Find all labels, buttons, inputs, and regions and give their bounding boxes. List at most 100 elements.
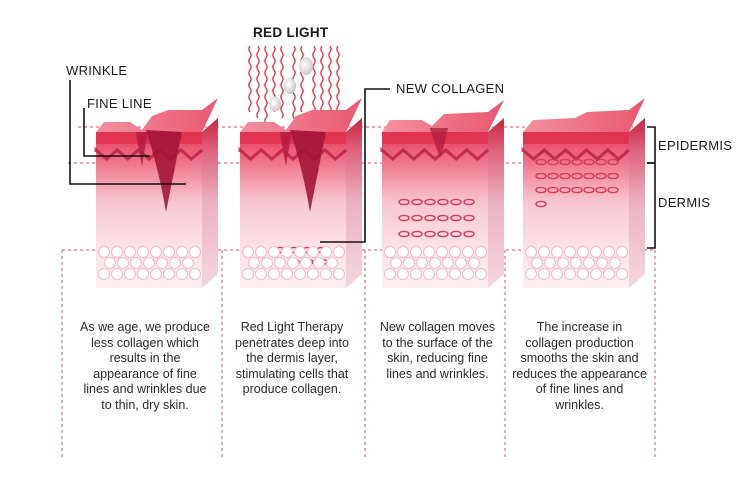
- fat-cell: [137, 246, 149, 258]
- fat-cell: [603, 246, 615, 258]
- dermis-bracket: [647, 162, 656, 249]
- fat-cell: [255, 246, 267, 258]
- fat-cell: [268, 246, 280, 258]
- collagen-cell: [535, 200, 547, 208]
- new-collagen-leader-line: [320, 88, 390, 243]
- fat-cell: [462, 246, 474, 258]
- fat-cell: [564, 268, 576, 280]
- fat-cell: [557, 257, 569, 269]
- fat-cell: [281, 246, 293, 258]
- fine-line-leader-line: [83, 108, 150, 157]
- collagen-cell: [437, 198, 449, 206]
- epidermis-label: EPIDERMIS: [658, 138, 733, 153]
- fat-cell: [449, 246, 461, 258]
- fat-cell: [616, 246, 628, 258]
- fat-cell: [410, 246, 422, 258]
- light-ray: [336, 45, 340, 119]
- fat-cell: [570, 257, 582, 269]
- collagen-cell: [411, 230, 423, 238]
- fat-cell: [397, 268, 409, 280]
- wrinkle-label: WRINKLE: [66, 63, 128, 78]
- collagen-cell: [583, 186, 595, 194]
- fat-cell: [111, 268, 123, 280]
- wrinkle-leader-line: [69, 80, 186, 185]
- fat-cell: [124, 268, 136, 280]
- fat-cell: [242, 246, 254, 258]
- fat-cell: [294, 268, 306, 280]
- collagen-cell: [547, 172, 559, 180]
- fat-cell: [333, 268, 345, 280]
- red-light-label: RED LIGHT: [253, 25, 329, 40]
- fat-cell: [300, 257, 312, 269]
- fat-cell: [577, 246, 589, 258]
- fat-cell: [384, 268, 396, 280]
- fat-cell: [189, 268, 201, 280]
- collagen-cell: [463, 214, 475, 222]
- fat-cell: [98, 246, 110, 258]
- collagen-cell: [559, 158, 571, 166]
- fat-cell: [261, 257, 273, 269]
- collagen-cell: [571, 172, 583, 180]
- fat-cell: [596, 257, 608, 269]
- fat-cell: [416, 257, 428, 269]
- droplet-icon: [299, 57, 313, 75]
- skin-block-collagen-rising: [380, 100, 504, 288]
- fat-cell: [248, 257, 260, 269]
- fine-line-label: FINE LINE: [87, 96, 152, 111]
- fat-cell: [274, 257, 286, 269]
- fat-cell: [156, 257, 168, 269]
- fat-cell: [163, 268, 175, 280]
- collagen-cell: [583, 172, 595, 180]
- fat-cell: [287, 257, 299, 269]
- fat-cell: [410, 268, 422, 280]
- fat-cell: [449, 268, 461, 280]
- collagen-cell: [411, 214, 423, 222]
- droplet-icon: [284, 78, 296, 94]
- fat-cell: [403, 257, 415, 269]
- fat-cell: [307, 246, 319, 258]
- caption-collagen-increase: The increase in collagen production smoo…: [512, 320, 647, 412]
- light-ray: [300, 45, 304, 113]
- collagen-cell: [450, 230, 462, 238]
- light-ray: [264, 45, 268, 125]
- collagen-cell: [424, 230, 436, 238]
- collagen-cell: [607, 158, 619, 166]
- collagen-cell: [595, 172, 607, 180]
- fat-cell: [117, 257, 129, 269]
- fat-cell: [564, 246, 576, 258]
- collagen-cell: [595, 186, 607, 194]
- collagen-cell: [463, 230, 475, 238]
- fat-cell: [468, 257, 480, 269]
- fat-cell: [384, 246, 396, 258]
- fat-cell: [531, 257, 543, 269]
- fat-cell: [590, 268, 602, 280]
- collagen-cell: [411, 198, 423, 206]
- fat-cell: [268, 268, 280, 280]
- fat-cell: [397, 246, 409, 258]
- caption-new-collagen: New collagen moves to the surface of the…: [379, 320, 496, 381]
- fat-cell: [436, 268, 448, 280]
- fat-cell: [98, 268, 110, 280]
- fat-cell: [544, 257, 556, 269]
- collagen-cell: [607, 172, 619, 180]
- fat-cell: [294, 246, 306, 258]
- fat-cell: [242, 268, 254, 280]
- fat-cell: [320, 246, 332, 258]
- fat-cell: [150, 268, 162, 280]
- fat-cell: [429, 257, 441, 269]
- light-ray: [328, 45, 332, 113]
- collagen-cell: [595, 158, 607, 166]
- collagen-cell: [398, 198, 410, 206]
- collagen-cell: [607, 186, 619, 194]
- collagen-cell: [463, 198, 475, 206]
- collagen-cell: [535, 158, 547, 166]
- fat-cell: [551, 246, 563, 258]
- collagen-cell: [559, 186, 571, 194]
- epidermis-bracket: [647, 126, 656, 164]
- collagen-cell: [450, 214, 462, 222]
- light-ray: [248, 45, 252, 113]
- fat-cell: [455, 257, 467, 269]
- fat-cell: [475, 246, 487, 258]
- fat-cell: [255, 268, 267, 280]
- fat-cell: [583, 257, 595, 269]
